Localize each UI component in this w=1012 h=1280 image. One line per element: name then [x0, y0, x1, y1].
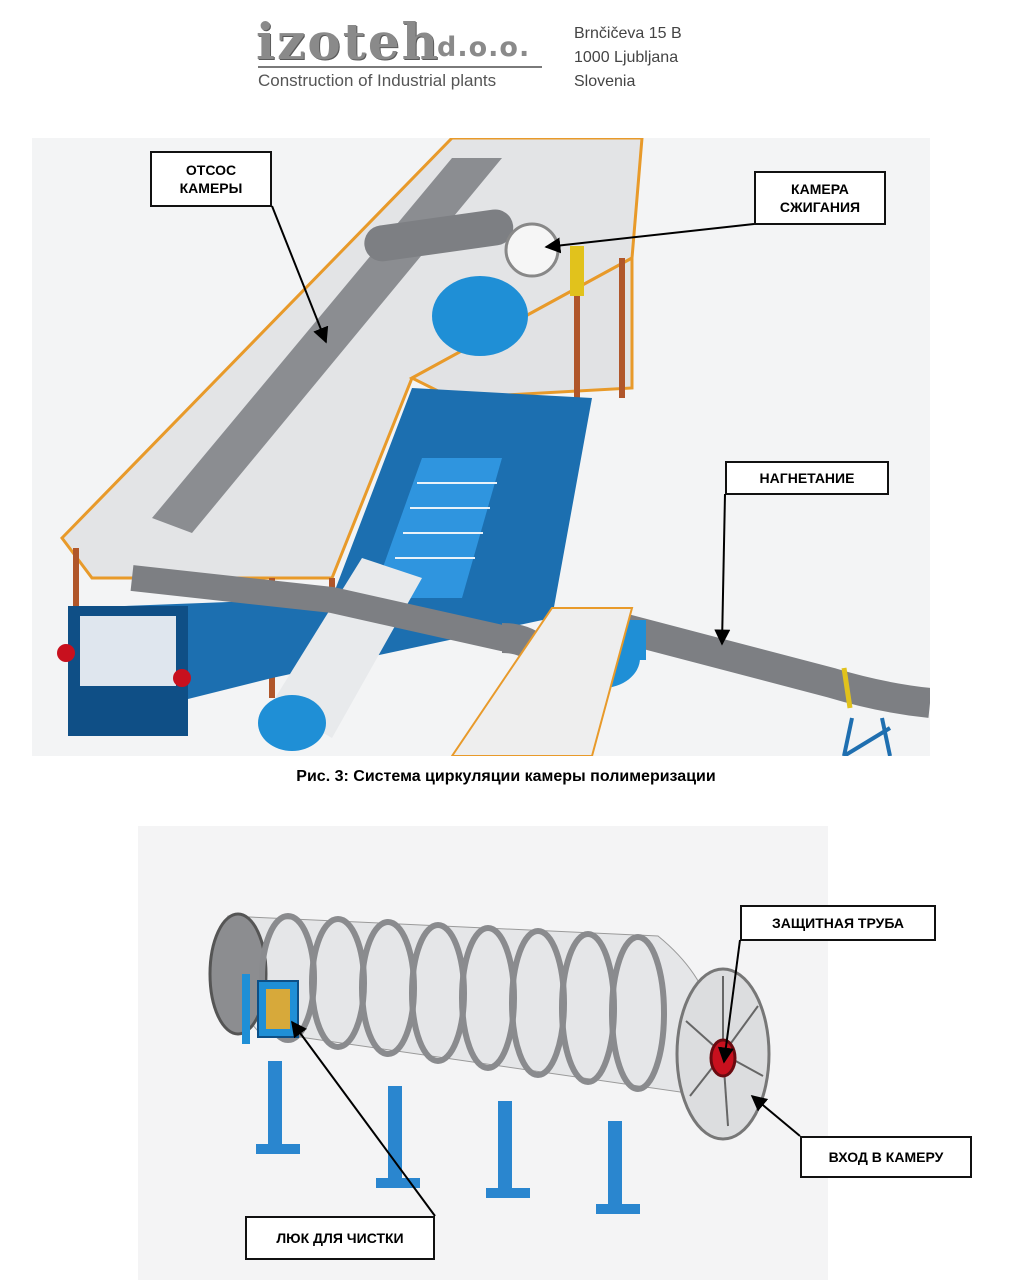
company-logo-suffix: d.o.o. — [437, 32, 531, 63]
address-country: Slovenia — [574, 73, 636, 90]
leader-protective-pipe — [717, 939, 741, 1064]
callout-injection: НАГНЕТАНИЕ — [725, 461, 889, 495]
callout-chamber-inlet: ВХОД В КАМЕРУ — [800, 1136, 972, 1178]
company-address: Brnčičeva 15 B 1000 Ljubljana Slovenia — [574, 22, 682, 94]
callout-protective-pipe: ЗАЩИТНАЯ ТРУБА — [740, 905, 936, 941]
leader-exhaust — [271, 205, 329, 344]
address-street: Brnčičeva 15 B — [574, 25, 682, 42]
company-logo-wordmark: izoteh — [256, 12, 440, 71]
callout-cleaning-hatch: ЛЮК ДЛЯ ЧИСТКИ — [245, 1216, 435, 1260]
leader-cleaning-hatch — [291, 1020, 436, 1217]
callout-combustion-chamber: КАМЕРА СЖИГАНИЯ — [754, 171, 886, 225]
callout-chamber-exhaust: ОТСОС КАМЕРЫ — [150, 151, 272, 207]
curing-oven-illustration — [32, 138, 930, 756]
figure-1-caption: Рис. 3: Система циркуляции камеры полиме… — [296, 768, 716, 785]
address-city: 1000 Ljubljana — [574, 49, 679, 66]
logo-divider — [258, 66, 542, 68]
figure-1-render — [32, 138, 930, 756]
leader-combustion — [544, 223, 755, 254]
leader-injection — [714, 493, 731, 646]
company-tagline: Construction of Industrial plants — [258, 71, 497, 90]
leader-chamber-inlet — [750, 1094, 801, 1137]
